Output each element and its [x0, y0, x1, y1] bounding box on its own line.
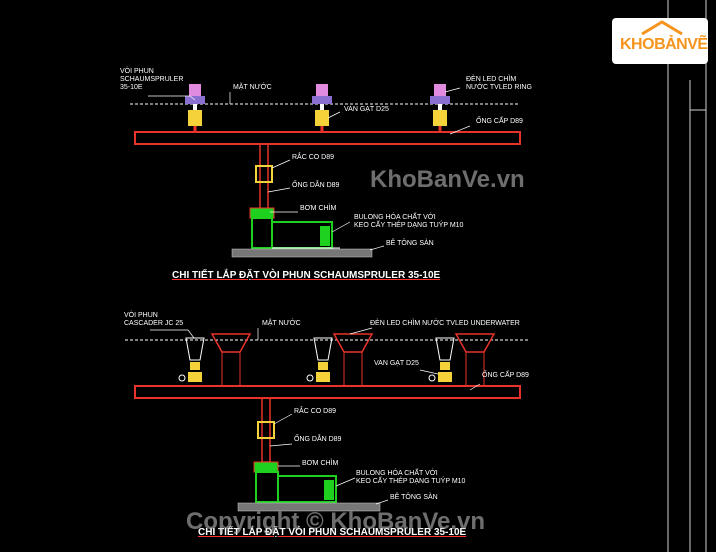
detail1-pump-label: BƠM CHÌM — [300, 205, 337, 212]
detail2-pump — [253, 461, 337, 503]
watermark-bottom: Copyright © KhoBanVe.vn — [186, 508, 486, 535]
detail2-led-3 — [454, 333, 496, 385]
detail2-led-label: ĐÈN LED CHÌM NƯỚC TVLED UNDERWATER — [370, 320, 520, 327]
detail1-union-label: RẮC CO D89 — [292, 154, 335, 161]
detail2-floor-label: BÊ TÔNG SÀN — [390, 494, 438, 501]
watermark-center: KhoBanVe.vn — [370, 166, 525, 193]
detail1-nozzle-2 — [312, 84, 332, 126]
detail1-valve-label: VAN GẠT D25 — [344, 106, 389, 113]
detail1-lead-pipe — [259, 143, 269, 211]
detail2-main-pipe-label: ỐNG CẤP D89 — [482, 372, 529, 379]
detail2-title: CHI TIẾT LẮP ĐẶT VÒI PHUN SCHAUMSPRULER … — [198, 527, 467, 538]
detail2-lead-pipe-label: ỐNG DẪN D89 — [294, 436, 342, 443]
site-logo[interactable]: KHOBẢNVẼ — [612, 18, 708, 64]
detail2-led-2 — [332, 333, 374, 385]
detail2-lead-pipe — [261, 397, 271, 463]
detail1-bolt-label: BULONG HÓA CHẤT VỚI KEO CẤY THÉP DẠNG TU… — [354, 214, 464, 229]
detail2-nozzle-3 — [428, 337, 455, 382]
detail1-floor — [231, 248, 373, 258]
house-icon — [641, 20, 683, 36]
detail2-valve-label: VAN GẠT D25 — [374, 360, 419, 367]
detail2-drawing — [125, 327, 530, 512]
logo-banve: BẢNVẼ — [654, 36, 708, 53]
detail1-main-pipe — [134, 131, 521, 145]
detail1-union — [255, 165, 273, 183]
detail2-union-label: RẮC CO D89 — [294, 408, 337, 415]
detail1-pump — [249, 207, 340, 249]
detail2-water-surface-label: MẶT NƯỚC — [262, 320, 301, 327]
detail2-pump-label: BƠM CHÌM — [302, 460, 339, 467]
detail1-title: CHI TIẾT LẮP ĐẶT VÒI PHUN SCHAUMSPRULER … — [172, 270, 441, 281]
detail1-nozzle-1 — [185, 84, 205, 126]
detail2-bolt-label: BULONG HÓA CHẤT VỚI KEO CẤY THÉP DẠNG TU… — [356, 470, 466, 485]
detail2-nozzle-label: VÒI PHUN CASCADER JC 25 — [124, 312, 184, 327]
detail1-main-pipe-label: ỐNG CẤP D89 — [476, 118, 523, 125]
detail2-main-pipe — [134, 385, 521, 399]
frame-lines — [667, 0, 707, 552]
detail2-floor — [237, 502, 381, 512]
detail1-nozzle-3 — [430, 84, 450, 126]
detail1-water-surface-label: MẶT NƯỚC — [233, 84, 272, 91]
detail2-nozzle-2 — [306, 337, 333, 382]
detail1-led-label: ĐÈN LED CHÌM NƯỚC TVLED RING — [466, 76, 532, 91]
detail1-nozzle-label: VÒI PHUN SCHAUMSPRULER 35-10E — [120, 68, 184, 91]
detail2-nozzle-1 — [178, 337, 205, 382]
detail2-led-1 — [210, 333, 252, 385]
detail2-union — [257, 421, 275, 439]
logo-kho: KHO — [620, 36, 655, 53]
detail1-lead-pipe-label: ỐNG DẪN D89 — [292, 182, 340, 189]
detail1-floor-label: BÊ TÔNG SÀN — [386, 240, 434, 247]
detail1-drawing — [130, 84, 521, 258]
